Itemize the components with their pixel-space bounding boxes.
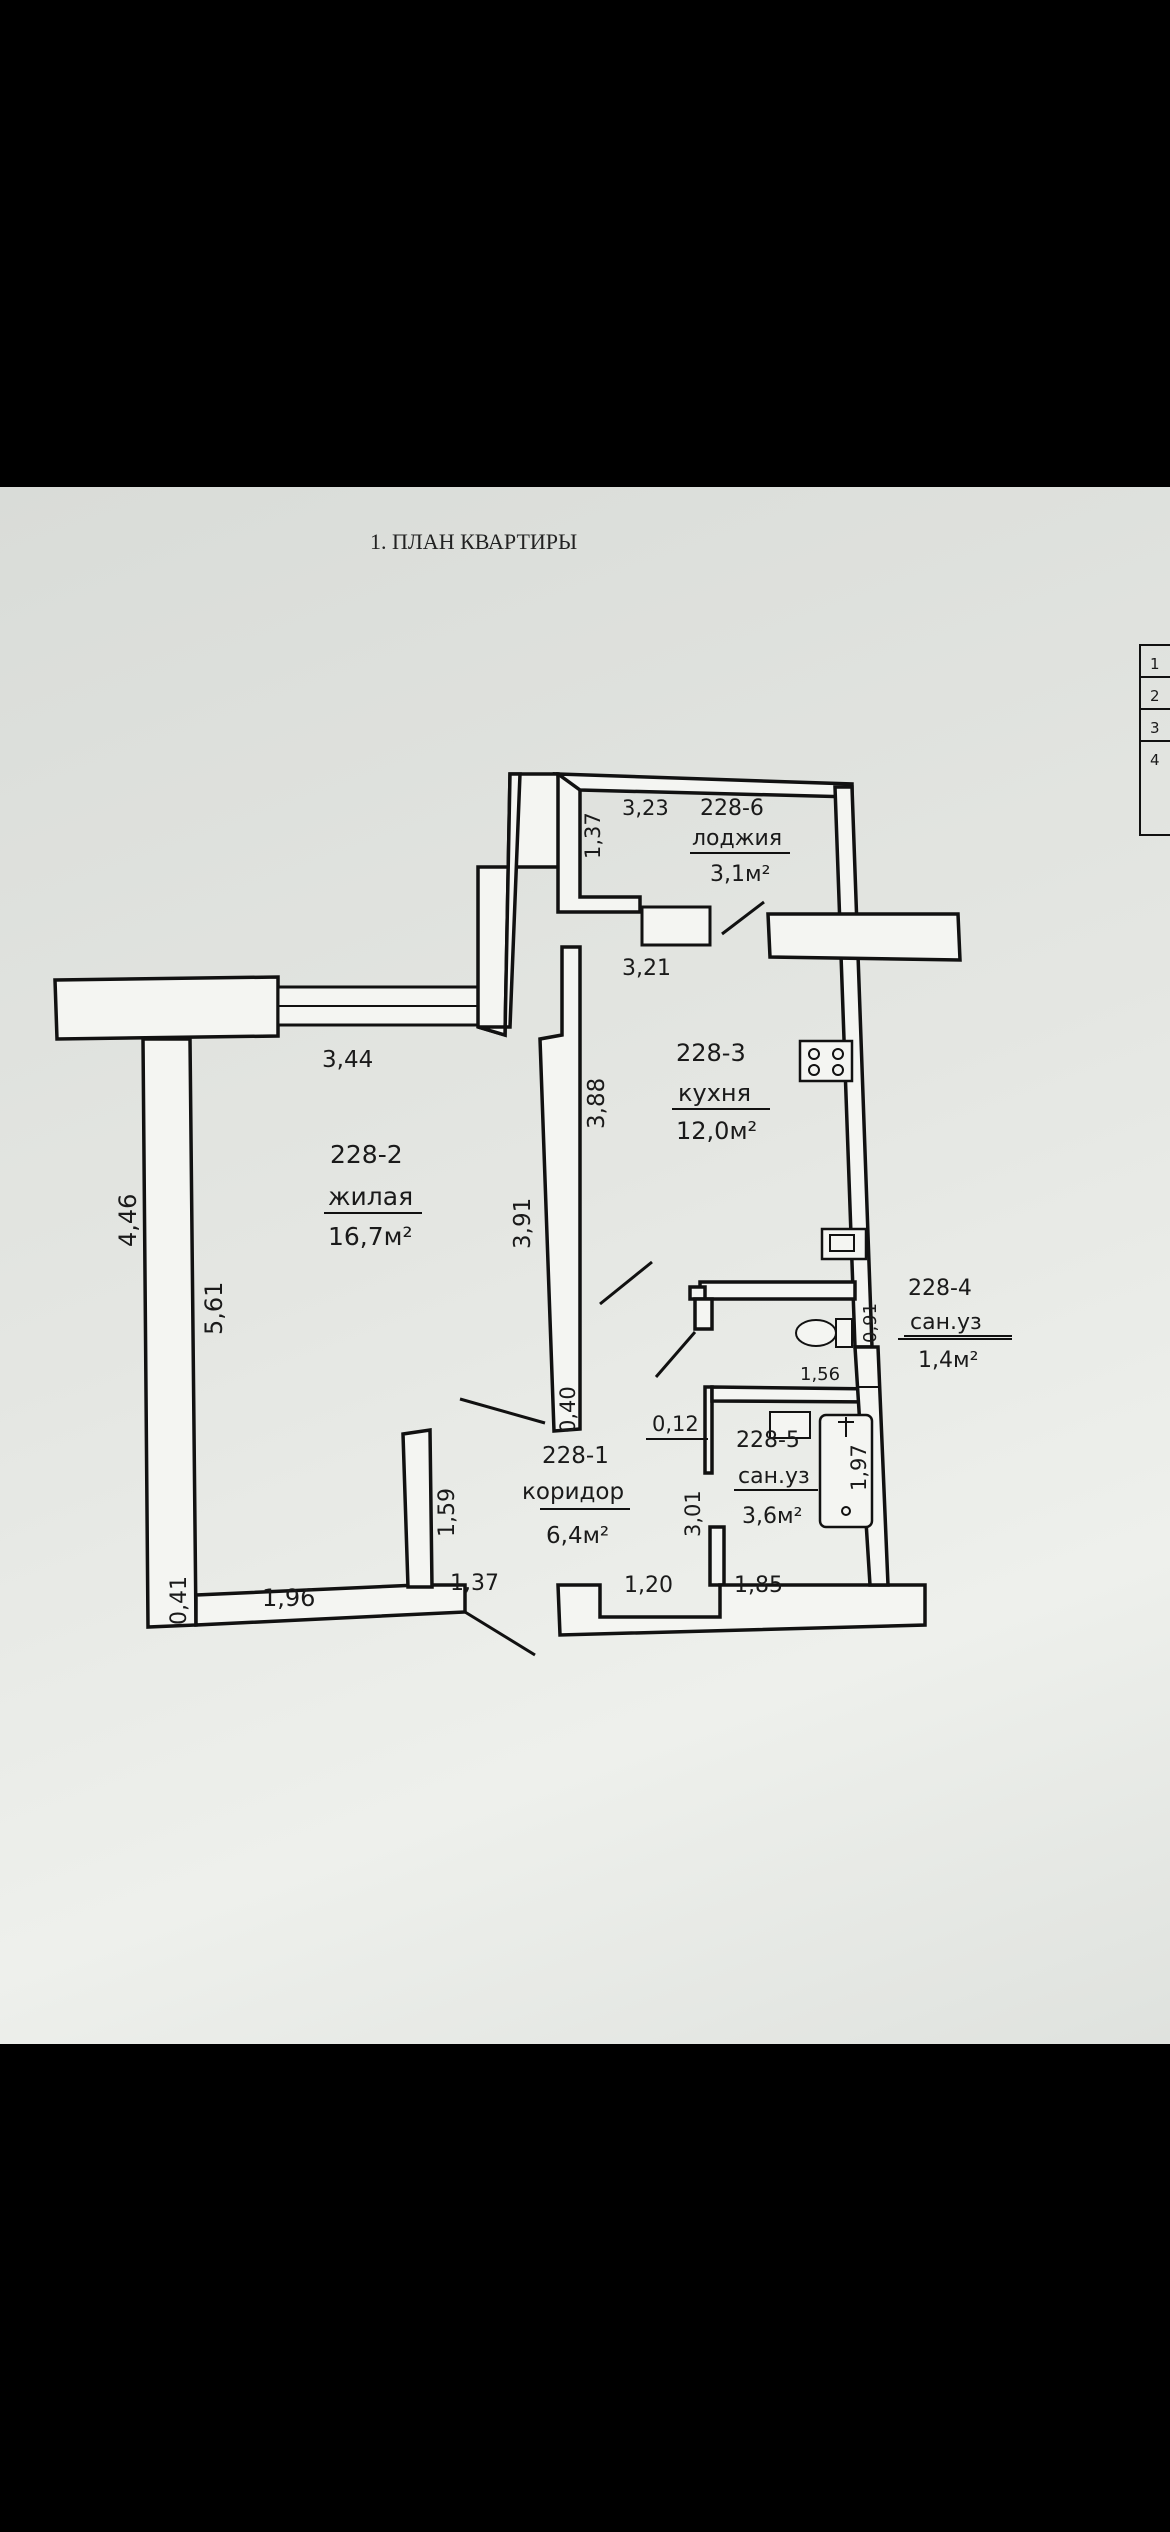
room-id: 228-3 <box>676 1039 746 1067</box>
room-wc: 228-4 сан.уз 1,4м² <box>904 1276 1012 1373</box>
dimension-label: 0,12 <box>652 1412 699 1436</box>
room-name: лоджия <box>692 826 782 851</box>
room-area: 6,4м² <box>546 1523 609 1549</box>
table-row-number: 3 <box>1150 719 1160 737</box>
dimension-labels: 3,23 1,37 3,21 3,44 3,88 4,46 5,61 3,91 … <box>114 796 881 1625</box>
dimension-label: 1,20 <box>624 1573 673 1598</box>
room-name: кухня <box>678 1079 751 1107</box>
room-bathroom: 228-5 сан.уз 3,6м² <box>734 1428 818 1529</box>
room-living: 228-2 жилая 16,7м² <box>324 1140 422 1251</box>
door-swings <box>459 900 765 1657</box>
stove-icon <box>798 1039 854 1083</box>
dimension-label: 1,59 <box>435 1488 460 1537</box>
table-row-number: 4 <box>1150 751 1160 769</box>
room-name: жилая <box>328 1182 413 1211</box>
dimension-label: 0,41 <box>167 1576 192 1625</box>
washbasin-icon <box>769 1411 811 1439</box>
dimension-label: 3,91 <box>510 1198 536 1249</box>
room-id: 228-4 <box>908 1276 972 1301</box>
toilet-icon <box>795 1318 853 1348</box>
dimension-label: 3,01 <box>681 1490 705 1537</box>
room-area: 12,0м² <box>676 1117 757 1145</box>
room-corridor: 228-1 коридор 6,4м² <box>522 1443 630 1549</box>
dimension-label: 3,21 <box>622 956 671 981</box>
room-name: сан.уз <box>910 1310 982 1335</box>
dimension-label: 5,61 <box>200 1282 228 1335</box>
room-area: 16,7м² <box>328 1222 413 1251</box>
dimension-label: 0,91 <box>860 1303 881 1343</box>
kitchen-sink-icon <box>820 1227 868 1261</box>
dimension-label: 3,88 <box>584 1078 610 1129</box>
room-area: 3,6м² <box>742 1504 802 1529</box>
floor-plan-svg: 1. ПЛАН КВАРТИРЫ 1 2 3 4 <box>53 529 1170 1657</box>
bathtub-icon <box>818 1413 874 1529</box>
dimension-label: 1,96 <box>262 1584 315 1612</box>
plan-title: 1. ПЛАН КВАРТИРЫ <box>370 529 577 554</box>
dimension-label: 4,46 <box>114 1194 142 1247</box>
room-name: коридор <box>522 1479 624 1505</box>
room-area: 1,4м² <box>918 1348 978 1373</box>
room-id: 228-2 <box>330 1140 403 1169</box>
walls <box>53 771 962 1637</box>
table-row-number: 1 <box>1150 655 1160 673</box>
dimension-label: 0,40 <box>556 1386 580 1433</box>
room-loggia: 228-6 лоджия 3,1м² <box>690 796 790 887</box>
dimension-label: 1,37 <box>450 1571 499 1596</box>
room-id: 228-1 <box>542 1443 609 1469</box>
side-table: 1 2 3 4 <box>1139 644 1170 836</box>
dimension-label: 1,56 <box>800 1364 840 1385</box>
dimension-label: 3,44 <box>322 1047 373 1073</box>
room-kitchen: 228-3 кухня 12,0м² <box>672 1039 770 1145</box>
dimension-label: 3,23 <box>622 796 669 820</box>
room-name: сан.уз <box>738 1464 810 1489</box>
dimension-label: 1,37 <box>581 812 605 859</box>
floor-plan-photo: 1. ПЛАН КВАРТИРЫ 1 2 3 4 <box>0 487 1170 2044</box>
dimension-label: 1,97 <box>847 1444 871 1491</box>
room-area: 3,1м² <box>710 862 770 887</box>
dimension-label: 1,85 <box>734 1573 783 1598</box>
table-row-number: 2 <box>1150 687 1160 705</box>
living-room-window <box>276 985 480 1027</box>
room-id: 228-6 <box>700 796 764 821</box>
room-id: 228-5 <box>736 1428 800 1453</box>
